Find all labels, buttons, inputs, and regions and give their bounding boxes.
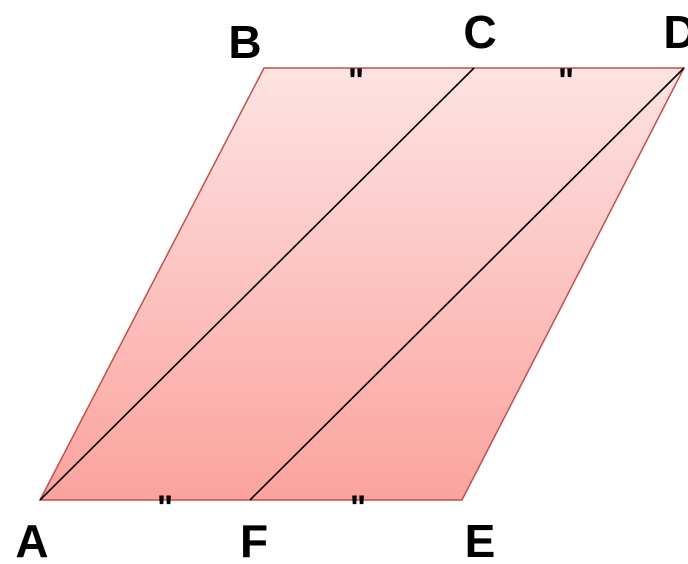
equal-mark-af: " (157, 489, 173, 527)
label-point-d: D (663, 6, 688, 58)
equal-mark-bc: " (348, 62, 364, 100)
equal-mark-fe: " (350, 489, 366, 527)
label-point-a: A (15, 515, 48, 564)
label-point-b: B (228, 16, 261, 68)
label-point-c: C (463, 6, 496, 58)
segment-fd (249, 67, 685, 501)
equal-mark-cd: " (558, 62, 574, 100)
label-point-f: F (240, 515, 268, 564)
segment-ac (39, 67, 475, 501)
parallelogram-abde (38, 67, 686, 501)
label-point-e: E (465, 515, 496, 564)
